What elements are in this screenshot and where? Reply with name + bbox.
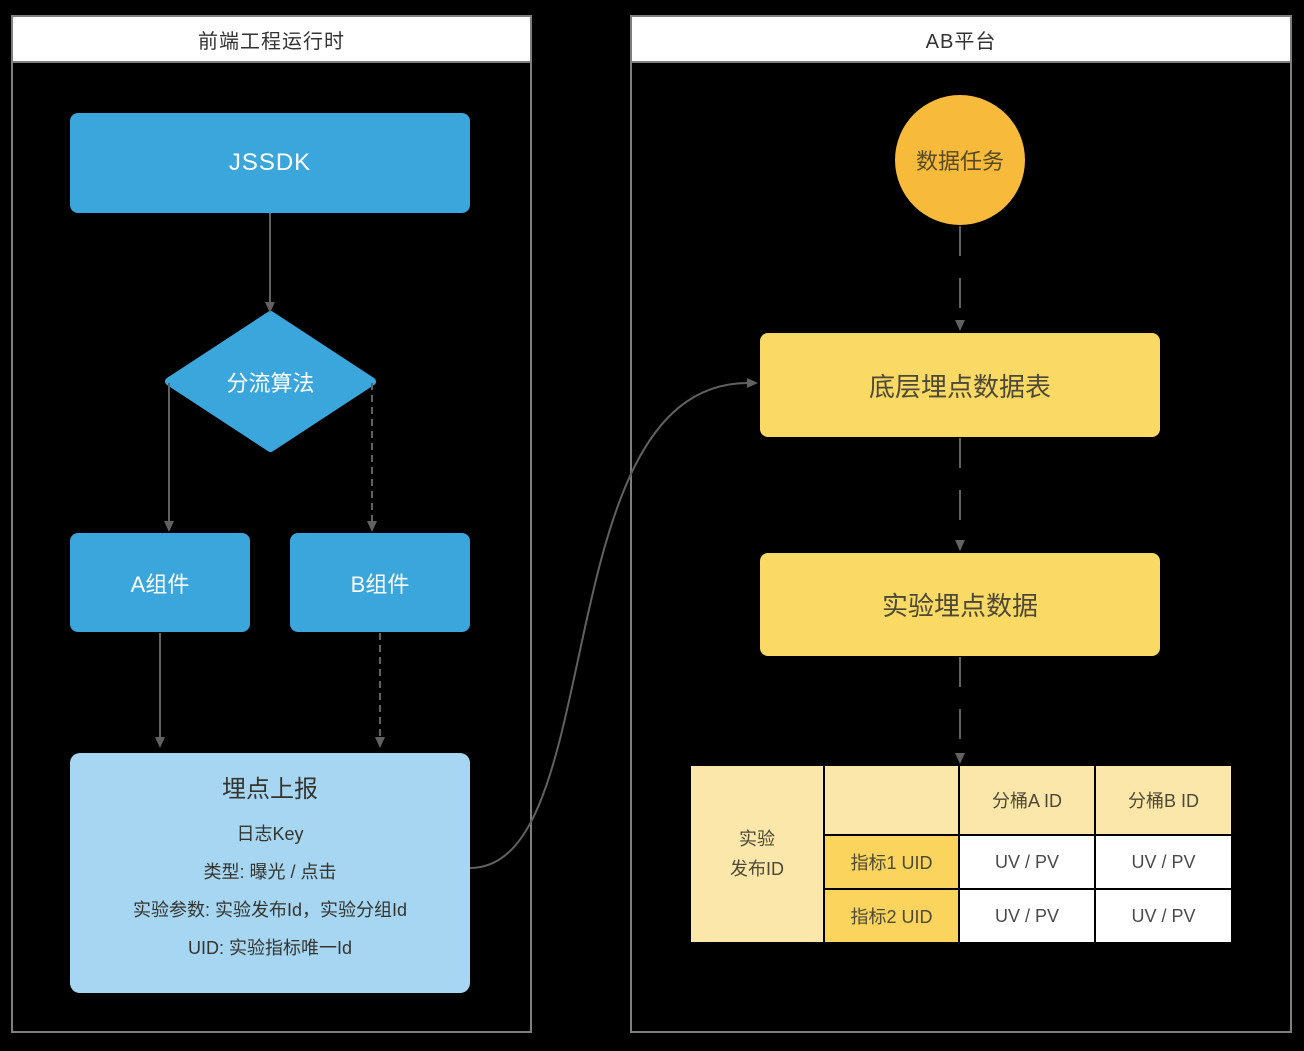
node-experiment-tracking-data: 实验埋点数据 — [760, 553, 1160, 656]
report-line-uid: UID: 实验指标唯一Id — [187, 938, 352, 958]
table-row-metric2-bucket-b-value: UV / PV — [1096, 890, 1231, 942]
report-line-logkey: 日志Key — [236, 824, 304, 844]
report-line-type: 类型: 曝光 / 点击 — [203, 862, 337, 882]
table-row-metric1-bucket-b-value: UV / PV — [1096, 836, 1231, 888]
split-diamond-label: 分流算法 — [226, 370, 315, 396]
node-tracking-report: 埋点上报 日志Key 类型: 曝光 / 点击 实验参数: 实验发布Id，实验分组… — [70, 753, 470, 993]
table-row-metric2-label: 指标2 UID — [825, 890, 958, 942]
node-component-a: A组件 — [70, 533, 250, 632]
table-row-metric1-bucket-a-value: UV / PV — [960, 836, 1094, 888]
panel-ab-platform: AB平台 — [630, 15, 1292, 1033]
node-component-b: B组件 — [290, 533, 470, 632]
table-col-header-bucket-b: 分桶B ID — [1096, 766, 1231, 834]
panel-frontend-title: 前端工程运行时 — [13, 17, 530, 63]
experiment-result-table: 实验 发布ID 分桶A ID 分桶B ID 指标1 UID UV / PV UV… — [691, 766, 1231, 942]
node-data-task: 数据任务 — [895, 95, 1025, 225]
table-row-metric1-label: 指标1 UID — [825, 836, 958, 888]
node-base-tracking-table: 底层埋点数据表 — [760, 333, 1160, 437]
table-corner-cell — [825, 766, 958, 834]
table-row-metric2-bucket-a-value: UV / PV — [960, 890, 1094, 942]
table-merged-header-experiment-release-id: 实验 发布ID — [691, 766, 823, 942]
panel-frontend-runtime: 前端工程运行时 — [11, 15, 532, 1033]
node-jssdk: JSSDK — [70, 113, 470, 213]
report-title: 埋点上报 — [222, 776, 318, 803]
report-line-params: 实验参数: 实验发布Id，实验分组Id — [132, 900, 408, 920]
table-col-header-bucket-a: 分桶A ID — [960, 766, 1094, 834]
panel-ab-title: AB平台 — [632, 17, 1290, 63]
